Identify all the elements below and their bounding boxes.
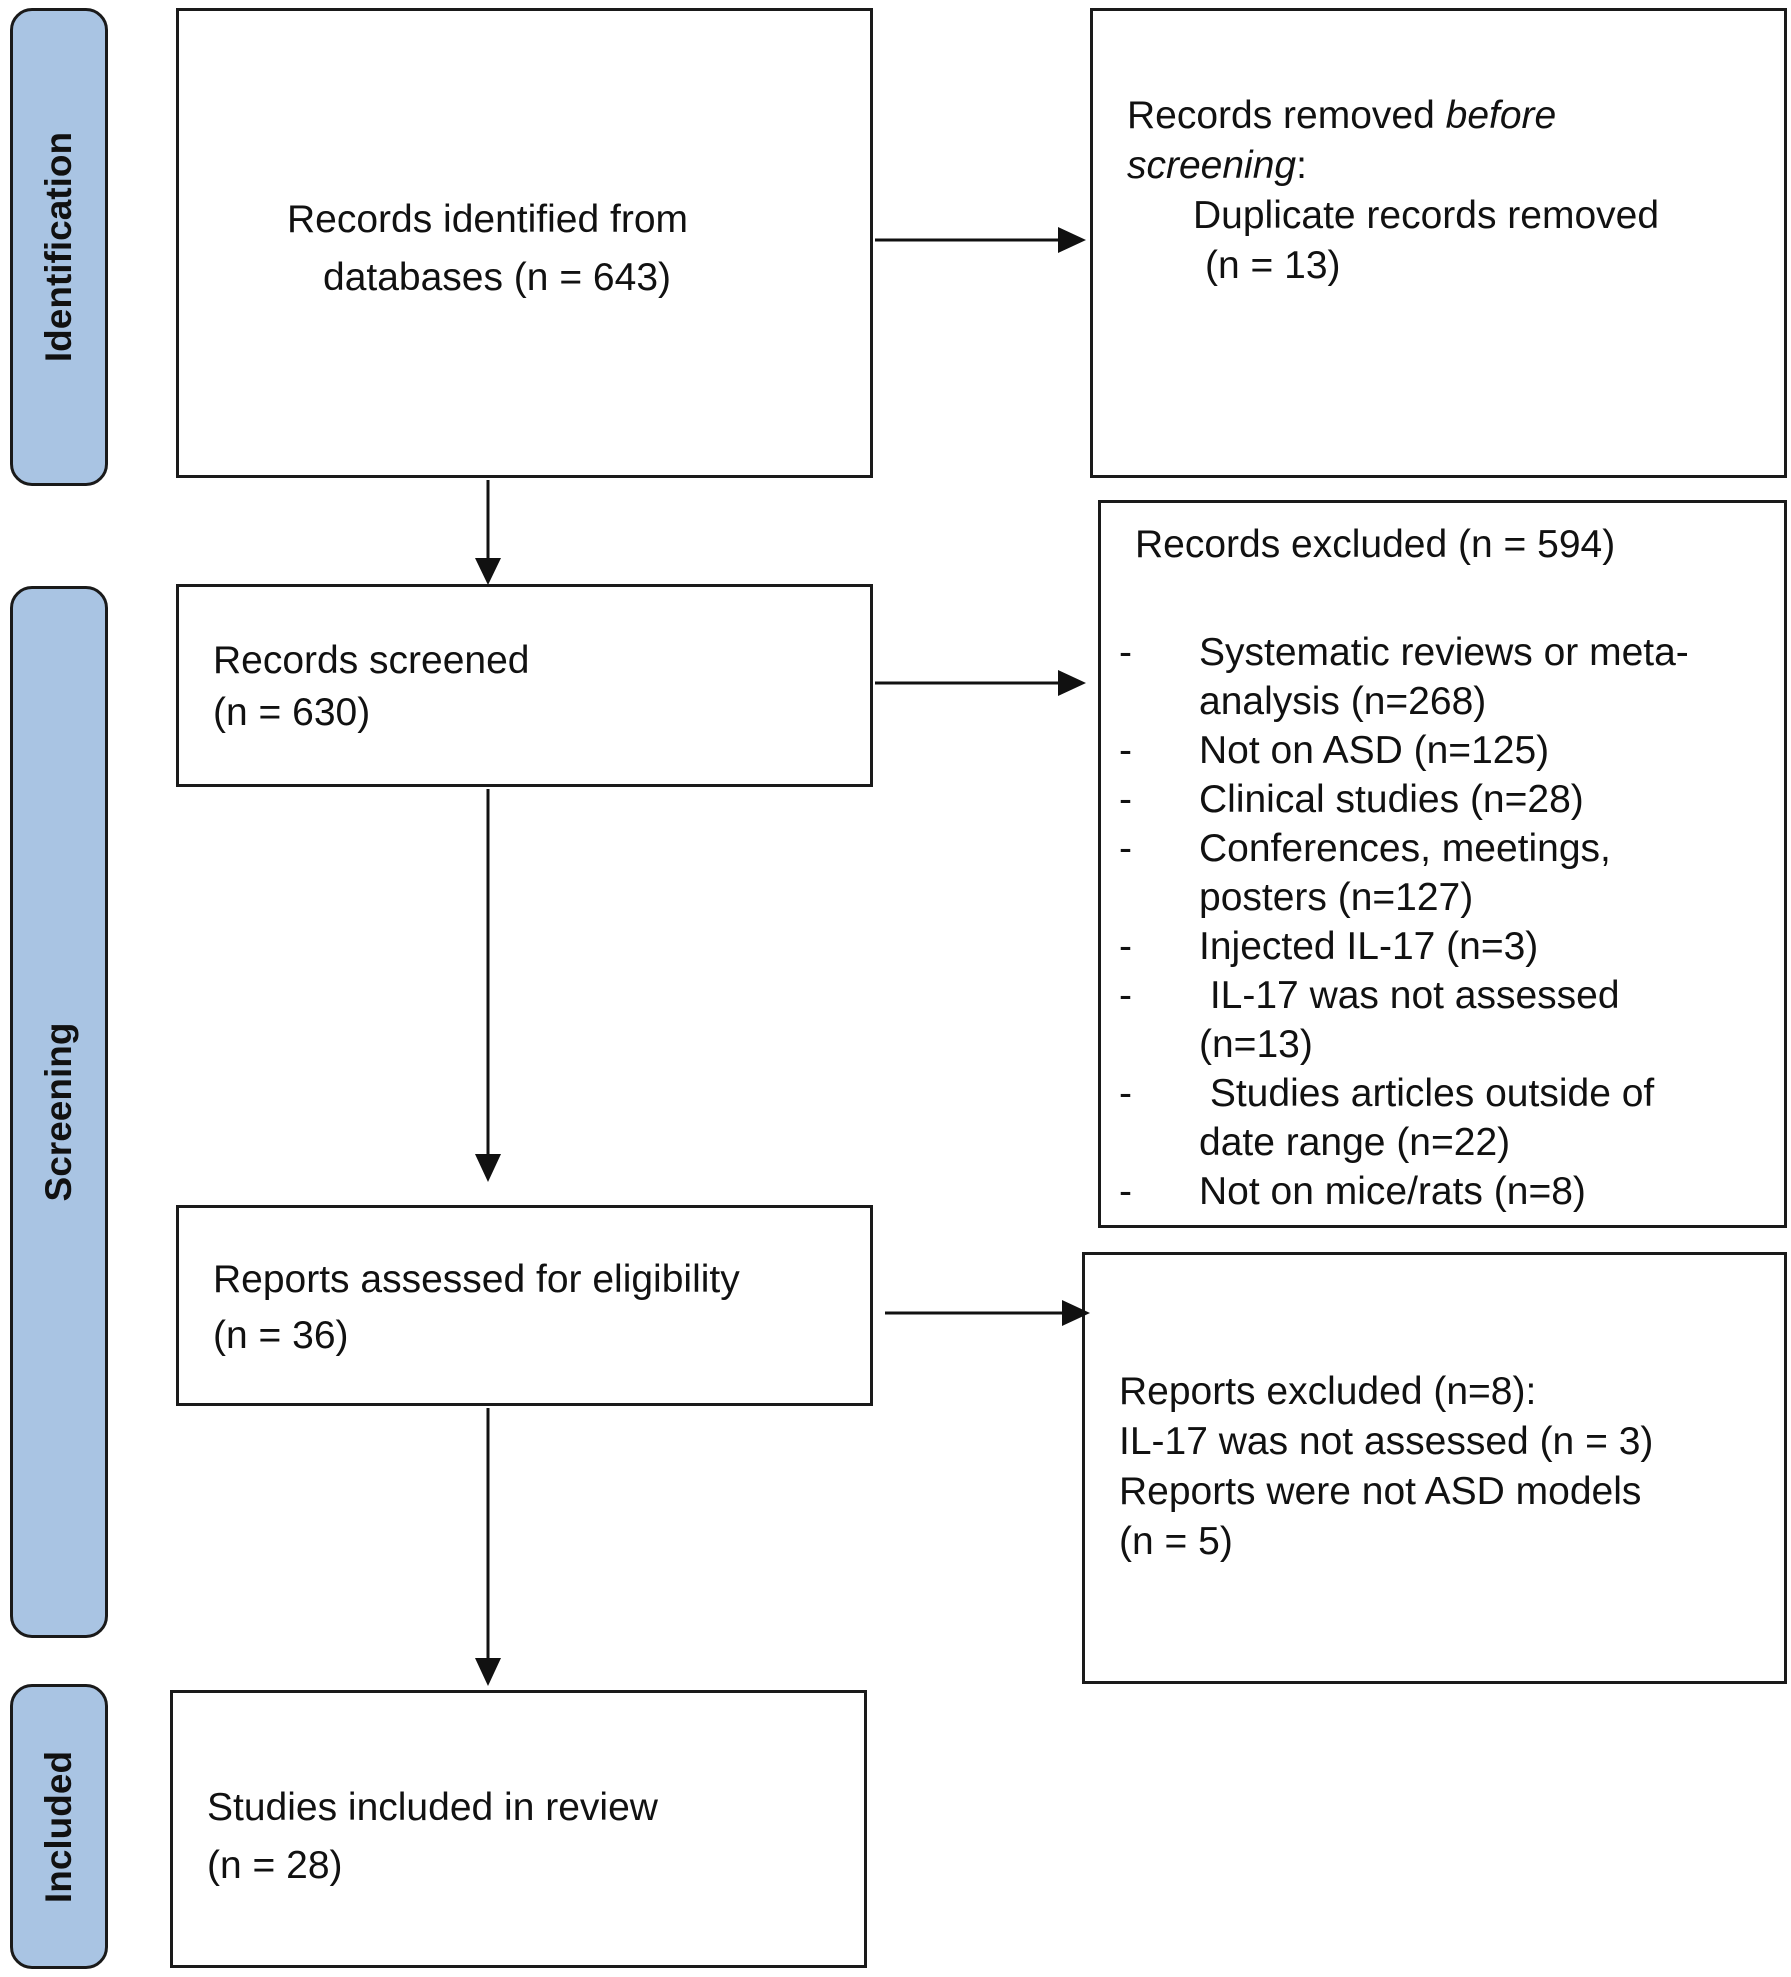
records-excluded-item-line: (n=13) <box>1199 1023 1313 1066</box>
records-excluded-item-line: Conferences, meetings, <box>1199 827 1611 870</box>
records-removed-text: Records removed before screening: Duplic… <box>1127 91 1659 291</box>
arrowhead-eligibility <box>475 1154 501 1182</box>
records-removed-line3: Duplicate records removed <box>1193 194 1660 237</box>
records-identified-box: Records identified from databases (n = 6… <box>176 8 873 478</box>
reports-excluded-text: Reports excluded (n=8): IL-17 was not as… <box>1119 1367 1653 1567</box>
included-text: Studies included in review (n = 28) <box>207 1779 658 1895</box>
records-removed-line2: screening: <box>1127 144 1307 187</box>
records-excluded-item-line: IL-17 was not assessed <box>1199 974 1620 1017</box>
records-excluded-item-line: analysis (n=268) <box>1199 680 1487 723</box>
reports-excluded-line2: IL-17 was not assessed (n = 3) <box>1119 1420 1654 1463</box>
phase-identification: Identification <box>10 8 108 486</box>
records-removed-line1: Records removed before <box>1127 94 1557 137</box>
eligibility-line2: (n = 36) <box>213 1314 349 1357</box>
records-excluded-item-line: Systematic reviews or meta- <box>1199 631 1689 674</box>
records-screened-text: Records screened (n = 630) <box>213 635 530 739</box>
records-excluded-item-line: Injected IL-17 (n=3) <box>1199 925 1539 968</box>
records-excluded-item: Conferences, meetings, posters (n=127) <box>1111 824 1689 922</box>
records-excluded-item-line: date range (n=22) <box>1199 1121 1511 1164</box>
records-screened-box: Records screened (n = 630) <box>176 584 873 787</box>
included-box: Studies included in review (n = 28) <box>170 1690 867 1968</box>
arrowhead-excluded <box>1058 670 1086 696</box>
records-excluded-item: Injected IL-17 (n=3) <box>1111 922 1689 971</box>
reports-excluded-line1: Reports excluded (n=8): <box>1119 1370 1537 1413</box>
records-excluded-item-line: posters (n=127) <box>1199 876 1474 919</box>
records-excluded-title: Records excluded (n = 594) <box>1135 523 1616 566</box>
records-excluded-item: Not on mice/rats (n=8) <box>1111 1167 1689 1216</box>
reports-excluded-line3: Reports were not ASD models <box>1119 1470 1642 1513</box>
arrowhead-screened <box>475 558 501 585</box>
records-excluded-box: Records excluded (n = 594) Systematic re… <box>1098 500 1787 1228</box>
reports-excluded-box: Reports excluded (n=8): IL-17 was not as… <box>1082 1252 1787 1684</box>
records-excluded-item-line: Studies articles outside of <box>1199 1072 1655 1115</box>
included-line2: (n = 28) <box>207 1844 343 1887</box>
records-excluded-item-line: Clinical studies (n=28) <box>1199 778 1584 821</box>
records-removed-line4: (n = 13) <box>1205 244 1341 287</box>
records-excluded-list: Systematic reviews or meta-analysis (n=2… <box>1111 628 1689 1216</box>
phase-screening: Screening <box>10 586 108 1638</box>
reports-excluded-line4: (n = 5) <box>1119 1520 1233 1563</box>
included-line1: Studies included in review <box>207 1786 658 1829</box>
records-excluded-item: Clinical studies (n=28) <box>1111 775 1689 824</box>
arrowhead-included <box>475 1658 501 1686</box>
records-identified-text: Records identified from databases (n = 6… <box>287 191 688 307</box>
records-identified-line1: Records identified from <box>287 198 689 241</box>
eligibility-text: Reports assessed for eligibility (n = 36… <box>213 1252 740 1364</box>
eligibility-box: Reports assessed for eligibility (n = 36… <box>176 1205 873 1406</box>
records-excluded-item: Studies articles outside of date range (n… <box>1111 1069 1689 1167</box>
records-removed-box: Records removed before screening: Duplic… <box>1090 8 1787 478</box>
records-identified-line2: databases (n = 643) <box>323 256 671 299</box>
arrowhead-removed <box>1058 227 1086 253</box>
records-excluded-item: Systematic reviews or meta-analysis (n=2… <box>1111 628 1689 726</box>
arrowhead-reports-excluded <box>1062 1300 1090 1326</box>
records-excluded-item: Not on ASD (n=125) <box>1111 726 1689 775</box>
eligibility-line1: Reports assessed for eligibility <box>213 1258 740 1301</box>
records-screened-line1: Records screened <box>213 639 530 682</box>
records-screened-line2: (n = 630) <box>213 691 371 734</box>
records-excluded-item-line: Not on ASD (n=125) <box>1199 729 1550 772</box>
records-excluded-item: IL-17 was not assessed (n=13) <box>1111 971 1689 1069</box>
phase-included: Included <box>10 1684 108 1969</box>
records-excluded-item-line: Not on mice/rats (n=8) <box>1199 1170 1586 1213</box>
